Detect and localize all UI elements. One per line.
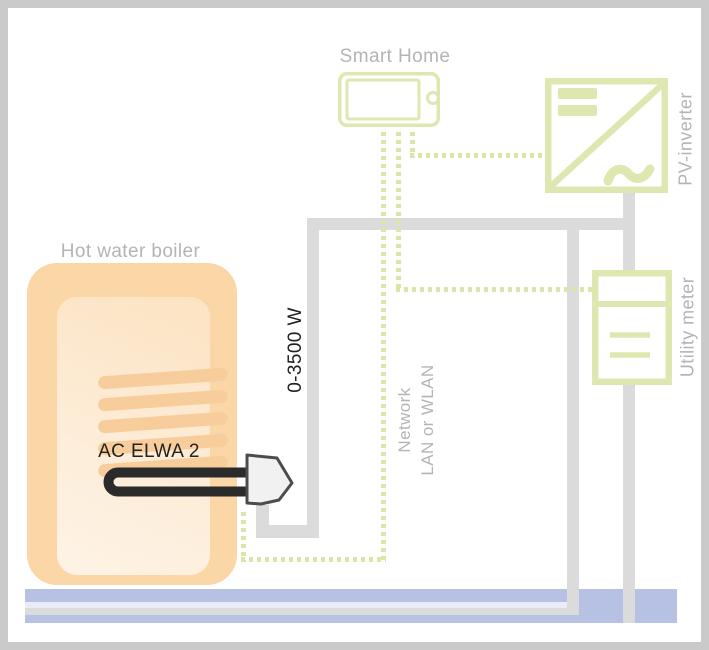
network-line-inverter-vertical [410, 132, 415, 158]
network-label: Network LAN or WLAN [393, 364, 439, 475]
tablet-icon [338, 72, 440, 127]
network-line-meter-vertical [396, 132, 401, 292]
heating-element-icon [103, 453, 294, 506]
cable-top-horizontal [307, 218, 635, 230]
network-line-meter-horizontal [396, 287, 592, 292]
network-line-elwa-vertical [381, 132, 386, 563]
house-bus-stripe [25, 602, 567, 609]
network-label-line1: Network [395, 387, 414, 453]
cable-element-horizontal [256, 525, 319, 538]
boiler-inner-panel [57, 297, 229, 575]
smart-home-label: Smart Home [339, 46, 451, 67]
cable-riser [307, 218, 319, 538]
pv-inverter-icon [545, 78, 668, 193]
network-label-line2: LAN or WLAN [418, 364, 437, 476]
boiler-shape [27, 263, 237, 585]
power-range-label: 0-3500 W [285, 307, 306, 393]
pv-inverter-label: PV-inverter [675, 92, 696, 186]
cable-meter-drop [567, 218, 579, 615]
network-line-elwa-horizontal [241, 557, 386, 562]
cable-bus-horizontal [25, 608, 579, 615]
hot-water-boiler-label: Hot water boiler [60, 241, 201, 262]
cable-inverter-drop [623, 193, 635, 623]
utility-meter-icon [592, 270, 672, 385]
network-line-elwa-stub [241, 512, 246, 562]
utility-meter-label: Utility meter [677, 276, 698, 378]
device-name-label: AC ELWA 2 [98, 441, 200, 462]
network-line-inverter-horizontal [410, 153, 546, 158]
